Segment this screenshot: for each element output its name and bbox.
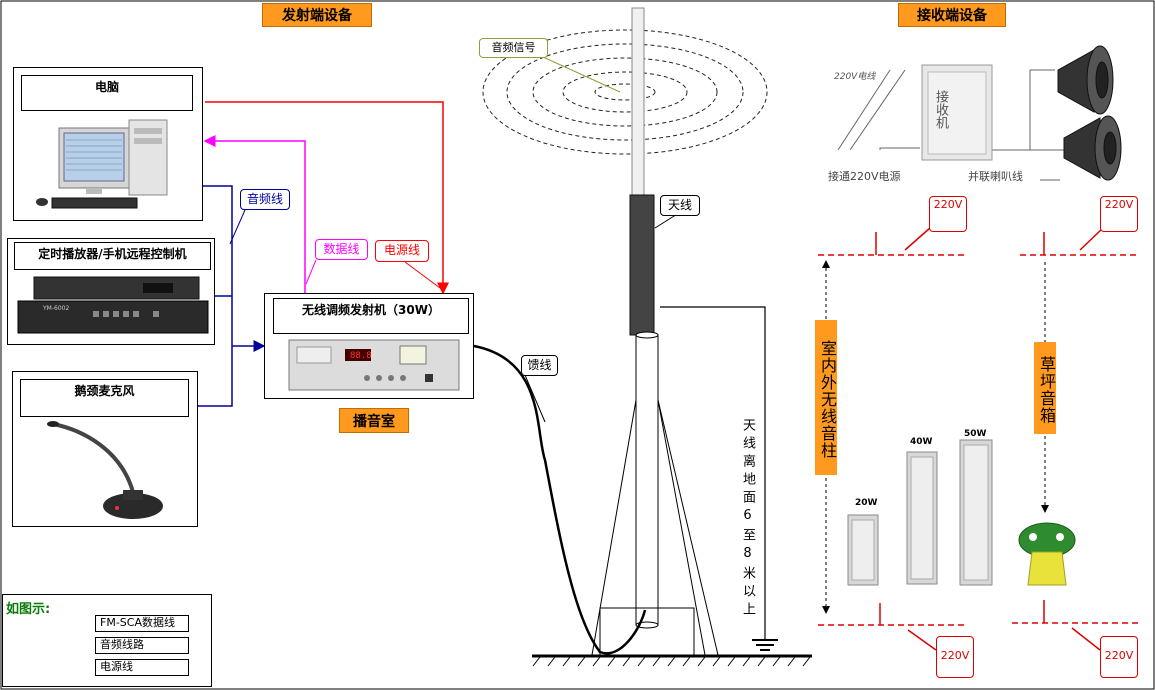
audio-line-computer bbox=[203, 185, 233, 346]
computer-icon bbox=[36, 119, 168, 209]
timer-icon bbox=[17, 276, 209, 334]
watt-label-20w: 20W bbox=[855, 498, 878, 508]
broadcast-room-tag: 播音室 bbox=[339, 408, 409, 433]
legend-item-audio: 音频线路 bbox=[95, 637, 189, 654]
radio-waves bbox=[482, 29, 768, 155]
microphone-label: 鹅颈麦克风 bbox=[20, 379, 189, 417]
feeder-callout: 馈线 bbox=[521, 355, 558, 376]
lawn-speaker-shape bbox=[1018, 522, 1076, 586]
antenna-callout: 天线 bbox=[660, 195, 700, 216]
legend-item-data: FM-SCA数据线 bbox=[95, 615, 189, 632]
antenna-mast bbox=[591, 7, 719, 656]
audio-line-callout: 音频线 bbox=[240, 189, 290, 210]
receiver-header: 接收端设备 bbox=[898, 3, 1006, 27]
feeder-cable bbox=[473, 344, 647, 655]
ground bbox=[532, 306, 812, 667]
watt-label-40w: 40W bbox=[910, 437, 933, 447]
connect-power-label: 接通220V电源 bbox=[828, 170, 901, 183]
computer-label: 电脑 bbox=[21, 75, 193, 111]
column-speakers bbox=[847, 439, 993, 586]
horn-speakers bbox=[1057, 45, 1122, 181]
indoor-outdoor-speaker-tag: 室内外无线音柱 bbox=[815, 320, 837, 475]
audio-line-mic bbox=[198, 346, 233, 407]
legend-title: 如图示: bbox=[6, 602, 51, 617]
power-in-label: 220V电线 bbox=[834, 72, 876, 82]
power-line bbox=[205, 101, 449, 295]
computer-panel: 电脑 bbox=[13, 67, 203, 221]
voltage-callout-top-right: 220V bbox=[1100, 196, 1138, 232]
voltage-callout-bottom-right: 220V bbox=[1100, 636, 1138, 678]
voltage-callout-bottom-left: 220V bbox=[936, 636, 974, 678]
voltage-callout-top-left: 220V bbox=[929, 196, 967, 232]
antenna-height-note: 天线离地面6至8米以上 bbox=[740, 418, 755, 620]
legend-item-power: 电源线 bbox=[95, 659, 189, 676]
data-line bbox=[203, 135, 306, 293]
transmitter-label: 无线调频发射机（30W） bbox=[273, 298, 469, 334]
svg-text:88.8: 88.8 bbox=[350, 351, 372, 361]
lawn-speaker-tag: 草坪音箱 bbox=[1034, 342, 1056, 434]
data-line-callout: 数据线 bbox=[315, 239, 368, 260]
audio-signal-callout: 音频信号 bbox=[479, 38, 548, 58]
timer-panel: 定时播放器/手机远程控制机 YM-6002 bbox=[7, 238, 215, 345]
parallel-horn-label: 并联喇叭线 bbox=[968, 170, 1023, 183]
receiver-box-label: 接收机 bbox=[933, 90, 948, 129]
microphone-panel: 鹅颈麦克风 bbox=[12, 371, 198, 527]
microphone-icon bbox=[47, 421, 163, 519]
transmitter-icon: 88.8 bbox=[288, 339, 460, 391]
transmitter-header: 发射端设备 bbox=[262, 3, 372, 27]
timer-label: 定时播放器/手机远程控制机 bbox=[14, 242, 211, 270]
receiver-wiring bbox=[837, 69, 1070, 181]
timer-model: YM-6002 bbox=[43, 305, 70, 312]
power-line-callout: 电源线 bbox=[375, 240, 429, 262]
watt-label-50w: 50W bbox=[964, 429, 987, 439]
transmitter-panel: 无线调频发射机（30W） 88.8 bbox=[264, 293, 474, 399]
voltage-lines bbox=[818, 254, 1140, 626]
